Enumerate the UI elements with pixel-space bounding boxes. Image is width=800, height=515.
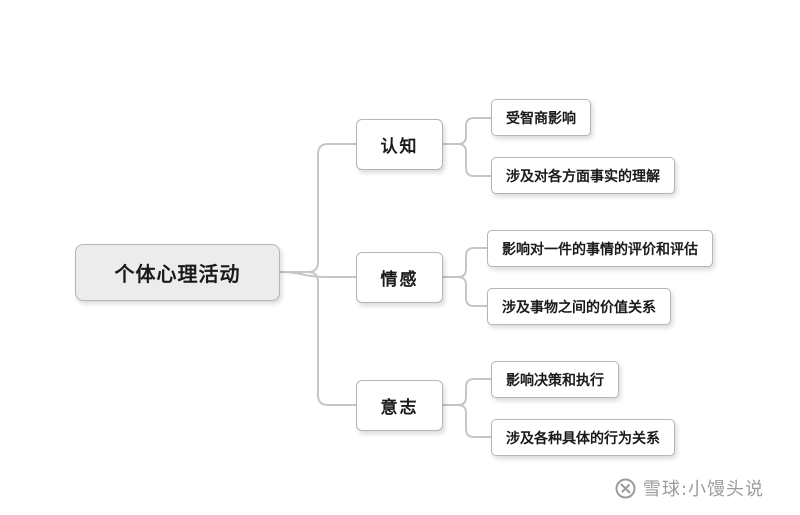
connector-root-emotion xyxy=(279,271,357,278)
connector-root-will xyxy=(279,271,357,406)
branch-node-cognition: 认知 xyxy=(356,119,443,170)
leaf-node-evaluation: 影响对一件的事情的评价和评估 xyxy=(487,230,713,267)
leaf-node-fact-understanding: 涉及对各方面事实的理解 xyxy=(491,157,675,194)
connector-cognition-leaf1 xyxy=(442,117,492,145)
leaf-node-value-relations: 涉及事物之间的价值关系 xyxy=(487,288,671,325)
connector-will-leaf2 xyxy=(442,404,492,438)
connector-cognition-leaf2 xyxy=(442,143,492,177)
connector-emotion-leaf2 xyxy=(442,276,488,307)
connector-emotion-leaf1 xyxy=(442,247,488,278)
leaf-node-behavior-relations: 涉及各种具体的行为关系 xyxy=(491,419,675,456)
watermark-text: 雪球:小馒头说 xyxy=(642,479,764,500)
watermark: 雪球:小馒头说 xyxy=(615,475,764,501)
branch-node-will: 意志 xyxy=(356,380,443,431)
connector-root-cognition xyxy=(279,143,357,273)
leaf-node-decision-execution: 影响决策和执行 xyxy=(491,361,619,398)
root-node: 个体心理活动 xyxy=(75,244,280,301)
leaf-node-iq-influence: 受智商影响 xyxy=(491,99,591,136)
branch-node-emotion: 情感 xyxy=(356,252,443,303)
connector-will-leaf1 xyxy=(442,378,492,406)
xueqiu-logo-icon xyxy=(615,478,636,499)
